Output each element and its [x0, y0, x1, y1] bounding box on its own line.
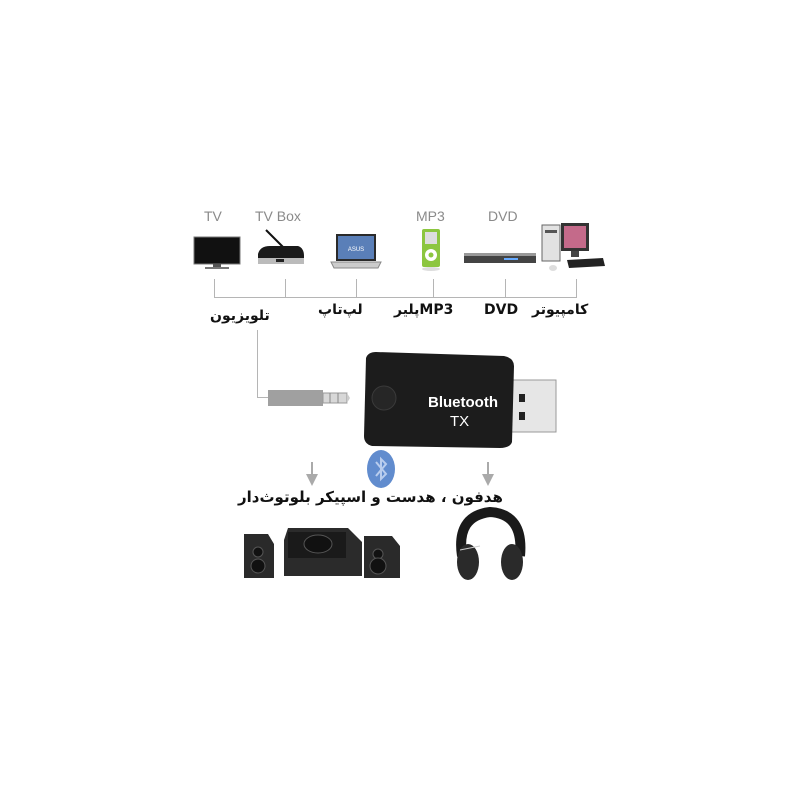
speakers-icon — [240, 520, 410, 582]
tv-icon — [193, 236, 241, 270]
connector-line — [356, 279, 357, 298]
computer-icon — [541, 222, 607, 274]
arrow-down-icon — [482, 462, 494, 486]
label-dvd-en: DVD — [488, 208, 518, 224]
label-tvbox-en: TV Box — [255, 208, 301, 224]
label-mp3-fa: MP3پلیر — [394, 302, 454, 318]
label-dvd-fa: DVD — [484, 302, 519, 318]
audio-cable — [257, 330, 258, 398]
adapter-label: Bluetooth — [428, 394, 498, 411]
label-tv-en: TV — [204, 208, 222, 224]
connector-line — [505, 279, 506, 298]
svg-text:ASUS: ASUS — [348, 247, 364, 253]
outputs-label: هدفون ، هدست و اسپیکر بلوتوث‌دار — [238, 488, 503, 506]
connector-line — [214, 279, 215, 298]
label-mp3-en: MP3 — [416, 208, 445, 224]
dvd-player-icon — [464, 250, 536, 264]
label-tv-fa: تلویزیون — [210, 308, 270, 324]
headphones-icon — [452, 506, 530, 588]
adapter-sublabel: TX — [450, 413, 470, 430]
bluetooth-icon — [366, 449, 396, 489]
bluetooth-adapter: Bluetooth TX — [362, 350, 558, 450]
laptop-icon: ASUS — [330, 232, 382, 270]
label-laptop-fa: لپ‌تاپ — [318, 302, 363, 318]
connector-line — [433, 279, 434, 298]
mp3-player-icon — [420, 228, 442, 272]
tv-box-icon — [254, 228, 306, 268]
connector-line — [576, 279, 577, 298]
connector-bus — [214, 297, 577, 298]
label-computer-fa: کامپیوتر — [532, 302, 589, 318]
audio-jack-icon — [268, 389, 350, 407]
audio-cable — [257, 397, 269, 398]
connector-line — [285, 279, 286, 298]
arrow-down-icon — [306, 462, 318, 486]
